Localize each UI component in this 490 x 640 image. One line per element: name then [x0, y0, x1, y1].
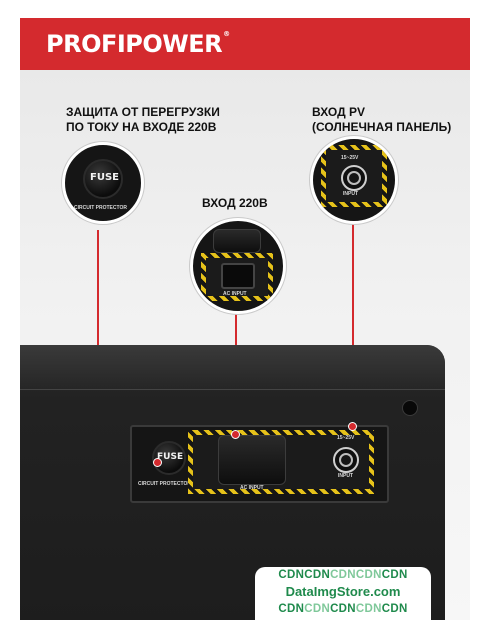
- ac-input-device-label: AC INPUT: [240, 485, 264, 491]
- pv-input-port-icon: [333, 447, 359, 473]
- fuse-label: FUSE: [157, 452, 184, 462]
- watermark-line-bottom: CDNCDNCDNCDNCDN: [278, 603, 408, 615]
- fuse-connector-dot: [153, 458, 162, 467]
- brand-trademark: ®: [223, 30, 230, 38]
- fuse-closeup-icon: FUSE: [83, 159, 123, 199]
- watermark: CDNCDNCDNCDNCDN DataImgStore.com CDNCDNC…: [255, 567, 431, 633]
- ac-socket-icon: [221, 263, 255, 289]
- ac-input-cover: [218, 435, 286, 485]
- pv-voltage-label: 15~25V: [337, 435, 355, 441]
- ac-cover-closeup: [213, 229, 261, 253]
- pv-input-closeup-label: INPUT: [343, 191, 358, 197]
- screw-icon: [402, 400, 418, 416]
- fuse-callout: FUSE CIRCUIT PROTECTOR: [62, 142, 144, 224]
- pv-input-closeup-port-icon: [341, 165, 367, 191]
- brand-name: PROFIPOWER: [46, 30, 223, 58]
- port-plate: FUSE CIRCUIT PROTECTOR AC INPUT 15~25V I…: [130, 425, 389, 503]
- circuit-protector-closeup-label: CIRCUIT PROTECTOR: [74, 205, 127, 211]
- watermark-store-name: DataImgStore.com: [285, 584, 401, 599]
- device-lid: [20, 345, 445, 390]
- pv-input-device-label: INPUT: [338, 473, 353, 479]
- brand-banner: PROFIPOWER®: [20, 18, 470, 70]
- watermark-line-top: CDNCDNCDNCDNCDN: [278, 569, 408, 581]
- product-panel: ЗАЩИТА ОТ ПЕРЕГРУЗКИ ПО ТОКУ НА ВХОДЕ 22…: [20, 70, 470, 620]
- fuse-closeup-label: FUSE: [90, 172, 119, 183]
- ac-input-closeup-label: AC INPUT: [223, 291, 247, 297]
- ac-hazard-frame: [201, 253, 273, 301]
- circuit-protector-label: CIRCUIT PROTECTOR: [138, 481, 191, 487]
- overload-protection-label: ЗАЩИТА ОТ ПЕРЕГРУЗКИ ПО ТОКУ НА ВХОДЕ 22…: [66, 105, 220, 134]
- pv-input-callout: 15~25V INPUT: [310, 136, 398, 224]
- brand-logo: PROFIPOWER®: [46, 30, 230, 58]
- pv-voltage-closeup-label: 15~25V: [341, 155, 359, 161]
- pv-connector-line: [352, 222, 354, 424]
- ac-input-label: ВХОД 220В: [202, 196, 268, 210]
- pv-connector-dot: [348, 422, 357, 431]
- ac-input-callout: AC INPUT: [190, 218, 286, 314]
- ac-connector-dot: [231, 430, 240, 439]
- pv-input-label: ВХОД PV (СОЛНЕЧНАЯ ПАНЕЛЬ): [312, 105, 452, 134]
